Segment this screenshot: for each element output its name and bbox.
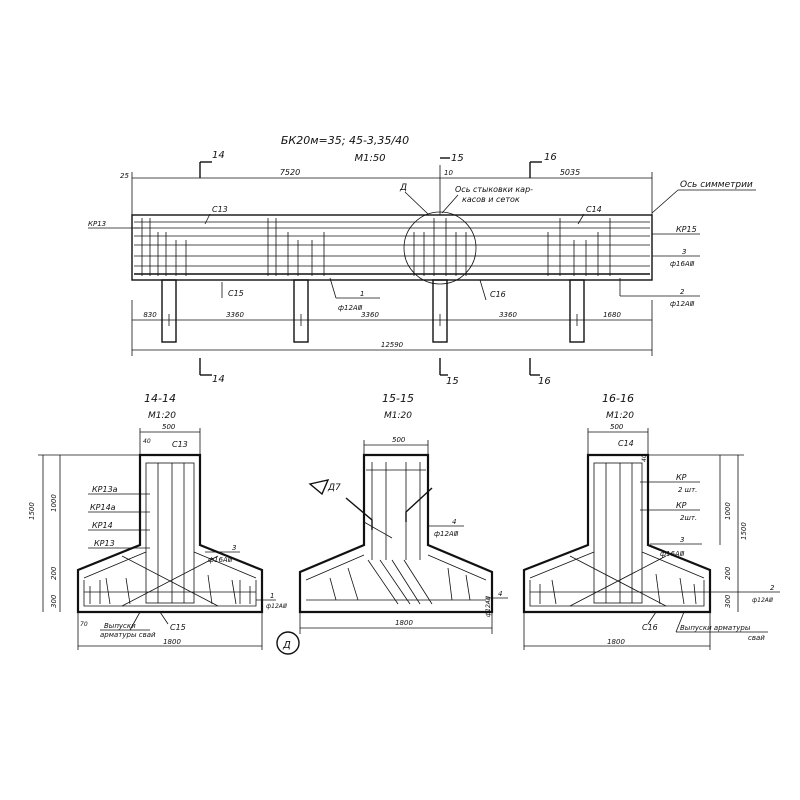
dim-7520: 7520 [280,168,300,177]
label-c14-elev: С14 [586,205,602,214]
detail-circle [403,211,477,285]
section16-label-pile-outlets-1: Выпуски арматуры [680,624,751,632]
section-mark-16-top: 16 [544,152,557,163]
section-mark-16-bottom: 16 [538,376,551,387]
section14-scale: M1:20 [148,411,176,421]
section16-dim-40: 40 [641,454,648,462]
dim-10: 10 [444,169,453,177]
section14-dim-200: 200 [50,566,58,580]
section16-label-bar2-num: 2 [770,584,775,592]
section16-label-kr-upper: КР [676,473,687,482]
dim-1680: 1680 [603,311,621,319]
section16-dim-1800: 1800 [607,638,625,646]
section16-title: 16-16 [602,392,634,405]
section-mark-15-top: 15 [451,153,464,164]
section14-label-kr13a: КР13а [92,485,118,494]
stirrup-group-4 [547,218,611,276]
section-16-16: 16-16 M1:20 500 С14 40 КР 2 шт. КР 2шт. [522,392,780,650]
dim-3360-c: 3360 [499,311,517,319]
section14-label-kr14: КР14 [92,521,113,530]
section14-label-c13: С13 [172,440,188,449]
dim-5035: 5035 [560,168,580,177]
section14-dim-1800: 1800 [163,638,181,646]
drawing-title: БК20м=35; 45-3,35/40 [281,134,409,147]
section15-scale: M1:20 [384,411,412,421]
stirrup-group-3 [413,218,467,276]
section16-label-kr-upper-count: 2 шт. [678,486,697,494]
section16-dim-1000: 1000 [724,502,732,520]
section-mark-14-bottom: 14 [212,374,225,385]
joint-axis-label-2: касов и сеток [462,195,520,204]
section14-label-c15: С15 [170,623,186,632]
section14-label-bar3-dia: ф16АⅢ [208,556,233,564]
section14-label-bar1-dia: ф12АⅢ [266,603,287,610]
axis-of-symmetry-label: Ось симметрии [680,180,753,190]
dim-12590: 12590 [381,341,404,349]
section14-label-bar3-num: 3 [232,544,236,552]
section15-title: 15-15 [382,392,414,405]
section16-label-c16: С16 [642,623,658,632]
section-mark-14-top: 14 [212,150,225,161]
section16-label-kr-lower-count: 2шт. [680,514,697,522]
dim-3360-a: 3360 [226,311,244,319]
section14-label-pile-outlets-1: Выпуски [104,622,136,630]
dim-25: 25 [120,172,129,180]
section15-label-d7: Д7 [327,483,341,493]
section16-label-pile-outlets-2: свай [748,634,765,642]
piles [161,279,585,343]
elevation-scale: M1:50 [354,153,385,164]
section-mark-15-bottom: 15 [446,376,459,387]
stirrup-group-1 [141,218,187,276]
section15-label-bar4a-num: 4 [452,518,456,526]
label-kr15-elev: КР15 [676,225,697,234]
section14-dim-1000: 1000 [50,494,58,512]
section16-scale: M1:20 [606,411,634,421]
dim-3360-b: 3360 [361,311,379,319]
section14-title: 14-14 [144,392,176,405]
label-c13-elev: С13 [212,205,228,214]
detail-marker-circle [276,631,300,655]
section16-label-bar3-dia: ф16АⅢ [660,550,685,558]
section14-label-pile-outlets-2: арматуры свай [100,631,156,639]
joint-axis-label-1: Ось стыковки кар- [455,185,533,194]
section14-dim-500: 500 [162,423,176,431]
section16-dim-200: 200 [724,566,732,580]
label-bar1-dia-elev: ф12АⅢ [338,304,363,312]
section16-dim-300: 300 [724,594,732,608]
stirrup-group-2 [267,218,325,276]
section16-dim-1500: 1500 [740,522,748,540]
section15-dim-500: 500 [392,436,406,444]
section14-label-kr13: КР13 [94,539,115,548]
label-bar3-num-elev: 3 [682,248,686,256]
section15-dim-1800: 1800 [395,619,413,627]
section16-dim-500: 500 [610,423,624,431]
section14-dim-1500: 1500 [28,502,36,520]
section-14-14: 14-14 M1:20 500 40 С13 1500 [28,392,300,655]
label-bar3-dia-elev: ф16АⅢ [670,260,695,268]
section14-dim-70: 70 [80,621,88,628]
section14-label-bar1-num: 1 [270,592,274,600]
section15-label-bar4a-dia: ф12АⅢ [434,530,459,538]
section16-label-c14: С14 [618,439,634,448]
label-c16-elev: С16 [490,290,506,299]
section16-label-bar3-num: 3 [680,536,684,544]
label-bar2-dia-elev: ф12АⅢ [670,300,695,308]
label-bar1-num-elev: 1 [360,290,364,298]
elevation-view: 25 7520 10 5035 14 15 16 [88,150,756,387]
section-15-15: 15-15 M1:20 500 Д7 4 ф12АⅢ [298,392,508,634]
section15-label-bar4b-num: 4 [498,590,502,598]
section16-label-bar2-dia: ф12АⅢ [752,597,773,604]
label-kr13-elev: КР13 [88,220,106,228]
section15-label-bar4b-dia: ф12АⅢ [485,596,492,617]
section14-dim-40: 40 [143,438,151,445]
label-bar2-num-elev: 2 [680,288,685,296]
detail-mark-elev: Д [399,183,407,193]
section14-label-kr14a: КР14а [90,503,116,512]
detail-marker-label: Д [282,640,291,651]
label-c15-elev: С15 [228,289,244,298]
section16-label-kr-lower: КР [676,501,687,510]
section14-dim-300: 300 [50,594,58,608]
dim-830: 830 [143,311,157,319]
